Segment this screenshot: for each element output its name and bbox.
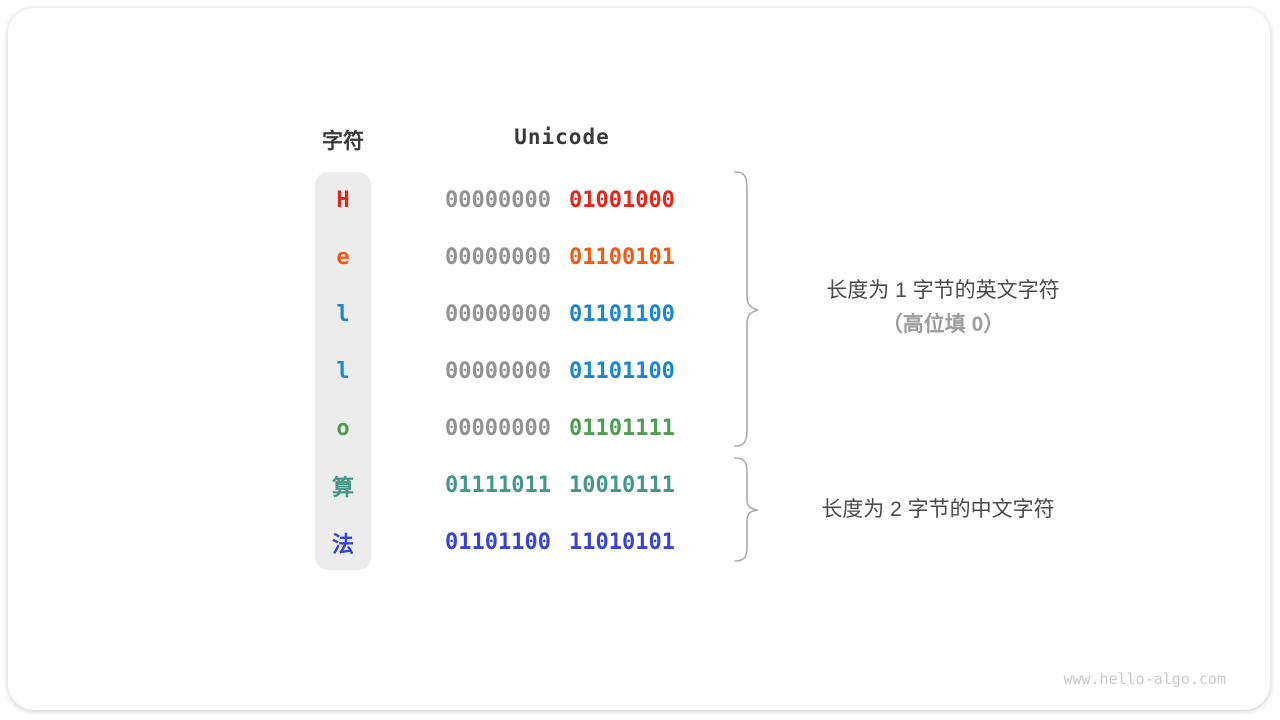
annotation-chinese-chars: 长度为 2 字节的中文字符 [773, 493, 1103, 527]
brace-group1-path [734, 171, 759, 447]
brace-group2-path [734, 457, 759, 562]
unicode-table-rows: H 00000000 01001000 e 00000000 01100101 … [315, 172, 735, 571]
table-row: l 00000000 01101100 [315, 343, 735, 400]
table-row: H 00000000 01001000 [315, 172, 735, 229]
byte2: 01101111 [568, 416, 675, 441]
byte2: 01001000 [568, 188, 675, 213]
byte2: 11010101 [568, 530, 675, 555]
character-cell: o [336, 416, 350, 441]
byte2: 10010111 [568, 473, 675, 498]
character-cell: e [336, 245, 350, 270]
character-cell: H [336, 188, 350, 213]
byte1: 01111011 [445, 473, 551, 498]
brace-icon [734, 171, 759, 562]
unicode-binary: 01101100 11010101 [445, 530, 675, 555]
table-row: l 00000000 01101100 [315, 286, 735, 343]
byte2: 01101100 [568, 359, 675, 384]
byte1: 00000000 [445, 188, 551, 213]
annotation-english-line2: （高位填 0） [881, 313, 1005, 336]
byte1: 00000000 [445, 416, 551, 441]
byte1: 00000000 [445, 245, 551, 270]
table-row: e 00000000 01100101 [315, 229, 735, 286]
unicode-binary: 00000000 01101100 [445, 302, 675, 327]
unicode-binary: 00000000 01001000 [445, 188, 675, 213]
character-cell: l [336, 302, 350, 327]
character-column-background [315, 172, 371, 570]
unicode-binary: 00000000 01100101 [445, 245, 675, 270]
byte2: 01100101 [568, 245, 675, 270]
watermark: www.hello-algo.com [1063, 670, 1226, 688]
column-header-unicode: Unicode [514, 125, 610, 149]
table-row: o 00000000 01101111 [315, 400, 735, 457]
unicode-binary: 00000000 01101111 [445, 416, 675, 441]
byte1: 00000000 [445, 302, 551, 327]
table-row: 算 01111011 10010111 [315, 457, 735, 514]
byte1: 01101100 [445, 530, 551, 555]
annotation-english-line1: 长度为 1 字节的英文字符 [826, 279, 1060, 302]
table-row: 法 01101100 11010101 [315, 514, 735, 571]
character-cell: 法 [331, 532, 354, 558]
diagram-card: 字符 Unicode H 00000000 01001000 e 0000000… [8, 8, 1270, 710]
character-cell: l [336, 359, 350, 384]
column-header-char: 字符 [322, 130, 364, 153]
byte2: 01101100 [568, 302, 675, 327]
annotation-english-chars: 长度为 1 字节的英文字符 （高位填 0） [773, 274, 1113, 342]
unicode-binary: 00000000 01101100 [445, 359, 675, 384]
annotation-chinese-line1: 长度为 2 字节的中文字符 [821, 498, 1055, 521]
unicode-binary: 01111011 10010111 [445, 473, 675, 498]
byte1: 00000000 [445, 359, 551, 384]
character-cell: 算 [331, 475, 354, 501]
